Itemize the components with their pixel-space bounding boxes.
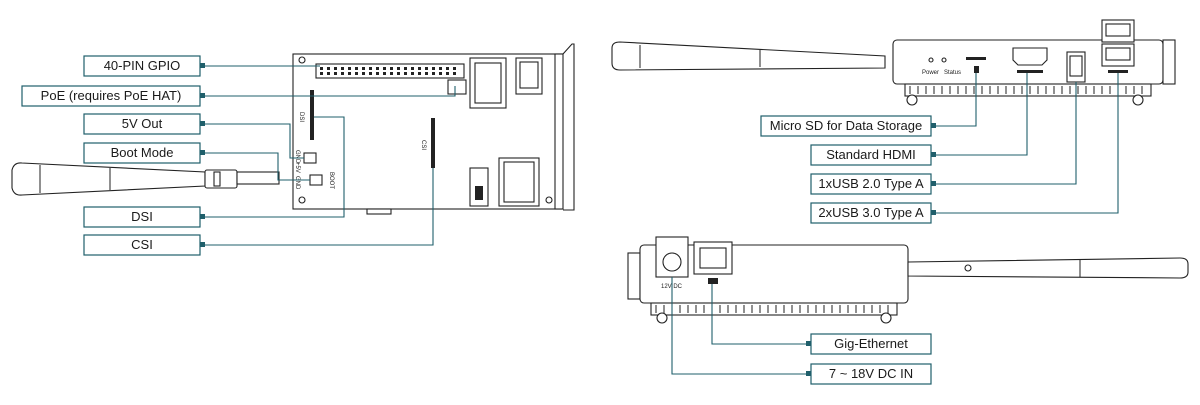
gpio-pin <box>362 72 365 75</box>
gpio-pin <box>439 72 442 75</box>
gpio-pin <box>376 72 379 75</box>
callout-eth: Gig-Ethernet <box>834 336 908 351</box>
callout-hdmi: Standard HDMI <box>826 147 916 162</box>
gpio-header <box>315 63 465 79</box>
gpio-pin <box>411 67 414 70</box>
led-status-label: Status <box>944 70 961 76</box>
gpio-pin <box>432 72 435 75</box>
gpio-pin <box>369 72 372 75</box>
left-antenna <box>11 162 280 196</box>
csi-connector <box>431 118 435 168</box>
gpio-pin <box>341 67 344 70</box>
left-callouts: 40-PIN GPIO PoE (requires PoE HAT) 5V Ou… <box>21 55 456 256</box>
dsi-connector <box>310 90 314 140</box>
gpio-pin <box>320 67 323 70</box>
left-board-view: DSI CSI GND +5V GND BOOT <box>11 43 575 215</box>
callout-csi: CSI <box>131 237 153 252</box>
gpio-pin <box>411 72 414 75</box>
callout-5v: 5V Out <box>122 116 163 131</box>
gnd-silkscreen: GND <box>294 150 300 164</box>
led-power-label: Power <box>922 70 939 76</box>
gpio-pin <box>355 67 358 70</box>
callout-usb3: 2xUSB 3.0 Type A <box>818 205 924 220</box>
gpio-pin <box>362 67 365 70</box>
gpio-pin <box>397 72 400 75</box>
gpio-pin <box>348 72 351 75</box>
callout-poe: PoE (requires PoE HAT) <box>41 88 182 103</box>
5v-silkscreen: +5V <box>294 162 300 173</box>
callout-gpio: 40-PIN GPIO <box>104 58 181 73</box>
gpio-pin <box>383 67 386 70</box>
gpio-pin <box>425 67 428 70</box>
callout-sd: Micro SD for Data Storage <box>770 118 922 133</box>
bottom-antenna <box>907 257 1189 279</box>
hdmi-port <box>1012 47 1048 66</box>
top-antenna <box>611 41 886 71</box>
gpio-pin <box>390 67 393 70</box>
gpio-pin <box>453 72 456 75</box>
gpio-pin <box>320 72 323 75</box>
callout-boot: Boot Mode <box>111 145 174 160</box>
gpio-pin <box>327 67 330 70</box>
gpio-pin <box>376 67 379 70</box>
gpio-pin <box>446 67 449 70</box>
right-bottom-view: 12V DC <box>627 236 1189 324</box>
gpio-pin <box>369 67 372 70</box>
csi-silkscreen: CSI <box>420 140 426 150</box>
gpio-pin <box>418 72 421 75</box>
vent-fins <box>909 86 1143 94</box>
gpio-pin <box>439 67 442 70</box>
gpio-pin <box>341 72 344 75</box>
gpio-pin <box>348 67 351 70</box>
right-bottom-callouts: Gig-Ethernet 7 ~ 18V DC IN <box>671 277 932 385</box>
gpio-pin <box>432 67 435 70</box>
vent-fins-bottom <box>655 305 889 313</box>
right-top-view: Power Status <box>611 19 1176 106</box>
gpio-pin <box>404 67 407 70</box>
gpio-pin <box>397 67 400 70</box>
gpio-pin <box>453 67 456 70</box>
gnd2-silkscreen: GND <box>294 176 300 190</box>
gpio-pin <box>383 72 386 75</box>
gpio-pin <box>334 67 337 70</box>
callout-dsi: DSI <box>131 209 153 224</box>
gpio-pin <box>327 72 330 75</box>
dsi-silkscreen: DSI <box>298 112 304 122</box>
gpio-pin <box>418 67 421 70</box>
boot-silkscreen: BOOT <box>328 172 334 189</box>
right-top-callouts: Micro SD for Data Storage Standard HDMI … <box>760 73 1119 224</box>
callout-dcin: 7 ~ 18V DC IN <box>829 366 913 381</box>
sd-slot <box>966 57 986 60</box>
gpio-pin <box>390 72 393 75</box>
gpio-pin <box>334 72 337 75</box>
gpio-pin <box>404 72 407 75</box>
gpio-pin <box>355 72 358 75</box>
gpio-pin <box>425 72 428 75</box>
gpio-pin <box>446 72 449 75</box>
callout-usb2: 1xUSB 2.0 Type A <box>818 176 924 191</box>
